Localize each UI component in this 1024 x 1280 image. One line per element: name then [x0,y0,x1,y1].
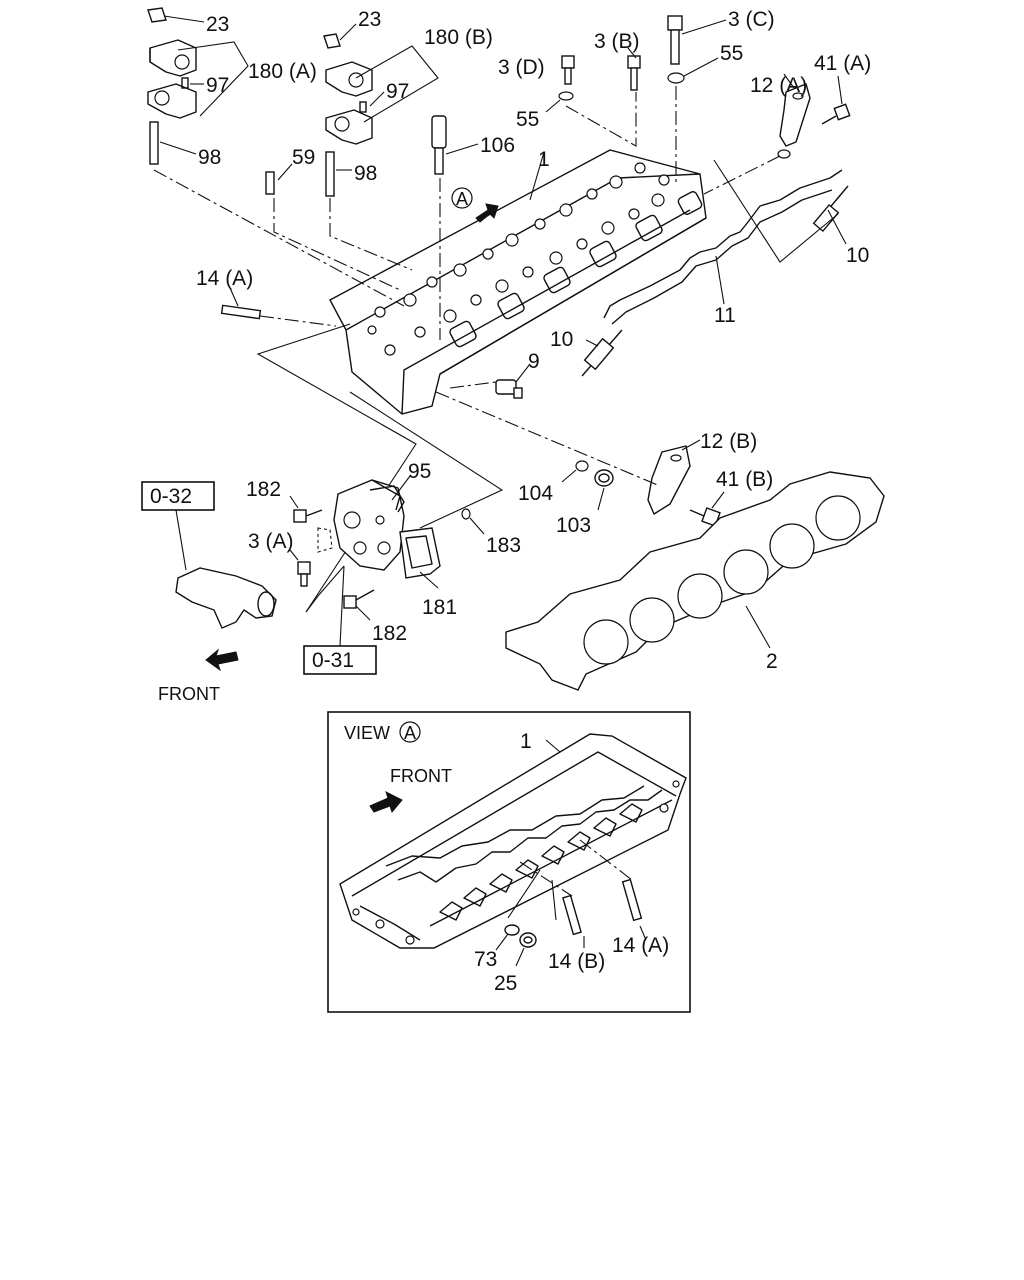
label-183: 183 [486,534,521,557]
bolt-3c [667,15,683,65]
label-9: 9 [528,350,540,373]
pin-59 [265,171,275,195]
view-label-73: 73 [474,948,497,971]
label-10-left: 10 [550,328,573,351]
label-3a: 3 (A) [248,530,294,553]
label-3d: 3 (D) [498,56,545,79]
label-1: 1 [538,148,550,171]
bolt-41b [689,507,721,527]
label-12b: 12 (B) [700,430,757,453]
label-181: 181 [422,596,457,619]
label-12a: 12 (A) [750,74,807,97]
part-9 [495,379,523,399]
label-182-lower: 182 [372,622,407,645]
view-label-14a: 14 (A) [612,934,669,957]
label-14a: 14 (A) [196,267,253,290]
label-98-right: 98 [354,162,377,185]
glow-plug-10-right [812,185,849,233]
label-97-right: 97 [386,80,409,103]
label-3c: 3 (C) [728,8,775,31]
view-a-marker-circle [451,187,473,209]
oring-183 [461,508,471,520]
view-plug-25 [519,932,537,948]
washer-55-left [558,91,574,101]
label-10-right: 10 [846,244,869,267]
gasket-181 [399,527,441,579]
view-a-title-circle [399,721,421,743]
front-label-view: FRONT [390,766,452,786]
label-11: 11 [714,304,736,327]
label-41a: 41 (A) [814,52,871,75]
label-103: 103 [556,514,591,537]
bracket-12a [777,83,811,159]
bracket-180a-assembly [147,7,197,165]
label-180b: 180 (B) [424,26,493,49]
water-pipe [175,567,277,629]
front-label-main: FRONT [158,684,220,704]
bolt-3d [561,55,575,85]
view-stud-14b [562,894,582,936]
ref-box-0-31[interactable] [303,645,377,675]
head-gasket-2 [505,471,885,691]
ref-0-31-label: 0-31 [312,649,354,672]
view-a-marker-text: A [456,189,468,209]
label-23-left: 23 [206,13,229,36]
bracket-12b [647,445,691,515]
bolt-182-upper [293,509,323,523]
label-106: 106 [480,134,515,157]
thermostat-housing-95 [333,479,405,571]
view-plug-73 [504,924,520,936]
bolt-3a [297,561,311,587]
view-a-title: VIEW [344,723,390,743]
injector-sleeve-106 [431,115,447,175]
washer-55-right [667,72,685,84]
label-55-left: 55 [516,108,539,131]
label-55-right: 55 [720,42,743,65]
bolt-182-lower [343,589,375,609]
front-arrow-view [369,791,403,814]
glow-plug-10-left [581,329,623,377]
harness-11 [603,169,843,319]
label-104: 104 [518,482,553,505]
ref-0-32-label: 0-32 [150,485,192,508]
view-label-25: 25 [494,972,517,995]
view-a-inset-frame [327,711,691,1013]
ref-box-0-32[interactable] [141,481,215,511]
label-41b: 41 (B) [716,468,773,491]
label-2: 2 [766,650,778,673]
label-97-left: 97 [206,74,229,97]
front-arrow-main [205,648,239,672]
view-stud-14a [621,878,643,922]
view-label-14b: 14 (B) [548,950,605,973]
view-a-title-marker: A [404,723,416,743]
bracket-180b-assembly [323,33,373,197]
view-a-direction-arrow [475,203,499,223]
stud-14a [220,304,262,320]
label-3b: 3 (B) [594,30,640,53]
label-95: 95 [408,460,431,483]
plug-103 [594,469,614,487]
cylinder-head-1 [329,149,707,415]
bolt-3b [627,55,641,91]
view-label-1: 1 [520,730,532,753]
label-182-upper: 182 [246,478,281,501]
label-98-left: 98 [198,146,221,169]
label-23-right: 23 [358,8,381,31]
cylinder-head-underside-view [339,733,687,949]
washer-104 [575,460,589,472]
label-180a: 180 (A) [248,60,317,83]
label-59: 59 [292,146,315,169]
bolt-41a [821,103,851,125]
